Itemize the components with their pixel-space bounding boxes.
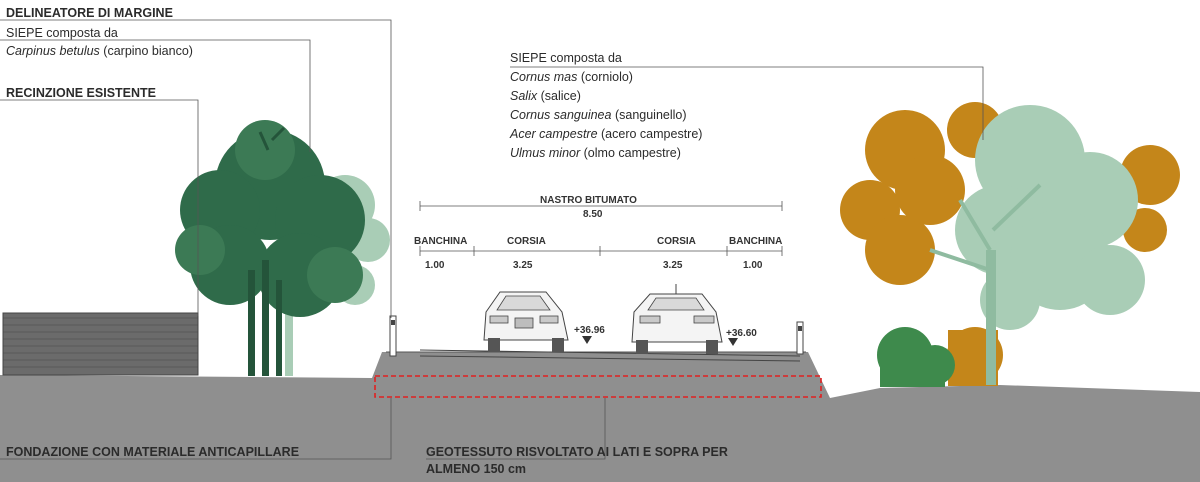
delineator-post-right bbox=[796, 321, 804, 355]
dimension-lines bbox=[419, 201, 783, 256]
species-item: Ulmus minor (olmo campestre) bbox=[510, 144, 681, 162]
car-left bbox=[483, 291, 569, 352]
hedge-carpinus-trees bbox=[175, 120, 390, 376]
lane-name: CORSIA bbox=[657, 236, 696, 247]
elevation-marker-right bbox=[728, 338, 738, 346]
tree-orange-right bbox=[840, 102, 1180, 386]
ground bbox=[0, 352, 1200, 482]
species-common-name: (salice) bbox=[540, 89, 581, 103]
label-geotessuto-1: GEOTESSUTO RISVOLTATO AI LATI E SOPRA PE… bbox=[426, 445, 728, 459]
lane-name: CORSIA bbox=[507, 236, 546, 247]
species-common-name: (olmo campestre) bbox=[583, 146, 681, 160]
label-delineatore: DELINEATORE DI MARGINE bbox=[6, 6, 173, 20]
label-geotessuto-2: ALMENO 150 cm bbox=[426, 462, 527, 476]
lane-name: BANCHINA bbox=[729, 236, 783, 247]
lane-width: 1.00 bbox=[425, 260, 445, 271]
shrub-green-right bbox=[877, 327, 955, 387]
label-fondazione: FONDAZIONE CON MATERIALE ANTICAPILLARE bbox=[6, 445, 300, 459]
species-item: Acer campestre (acero campestre) bbox=[510, 125, 702, 143]
leader-lines bbox=[0, 19, 984, 460]
label-elevation-left: +36.96 bbox=[574, 325, 605, 336]
label-siepe-right-title: SIEPE composta da bbox=[510, 51, 622, 65]
species-item: Salix (salice) bbox=[510, 87, 581, 105]
label-elevation-right: +36.60 bbox=[726, 328, 757, 339]
species-name: Salix bbox=[510, 89, 538, 103]
species-name: Acer campestre bbox=[510, 127, 598, 141]
label-siepe-left-species-line: Carpinus betulus (carpino bianco) bbox=[6, 42, 193, 60]
lane-width: 1.00 bbox=[743, 260, 763, 271]
road-surface bbox=[386, 349, 806, 362]
existing-fence bbox=[2, 312, 199, 376]
lane-width: 3.25 bbox=[663, 260, 683, 271]
species-name: Cornus sanguinea bbox=[510, 108, 612, 122]
car-right bbox=[631, 284, 723, 354]
lane-width: 3.25 bbox=[513, 260, 533, 271]
tree-dark-left bbox=[175, 120, 365, 376]
delineator-post-left bbox=[389, 315, 397, 357]
species-carpinus: Carpinus betulus bbox=[6, 44, 100, 58]
species-name: Ulmus minor bbox=[510, 146, 581, 160]
species-name: Cornus mas bbox=[510, 70, 578, 84]
species-item: Cornus sanguinea (sanguinello) bbox=[510, 106, 687, 124]
label-nastro: NASTRO BITUMATO bbox=[540, 195, 637, 206]
hedge-mixed-trees bbox=[840, 102, 1180, 387]
label-recinzione: RECINZIONE ESISTENTE bbox=[6, 86, 157, 100]
lane-name: BANCHINA bbox=[414, 236, 468, 247]
tree-light-right bbox=[929, 105, 1145, 385]
label-siepe-left-title: SIEPE composta da bbox=[6, 26, 118, 40]
species-common-name: (corniolo) bbox=[580, 70, 633, 84]
common-carpinus: (carpino bianco) bbox=[103, 44, 193, 58]
label-nastro-width: 8.50 bbox=[583, 209, 603, 220]
elevation-marker-left bbox=[582, 336, 592, 344]
geotextile-box bbox=[374, 375, 822, 398]
species-common-name: (acero campestre) bbox=[601, 127, 703, 141]
species-common-name: (sanguinello) bbox=[614, 108, 687, 122]
species-item: Cornus mas (corniolo) bbox=[510, 68, 633, 86]
